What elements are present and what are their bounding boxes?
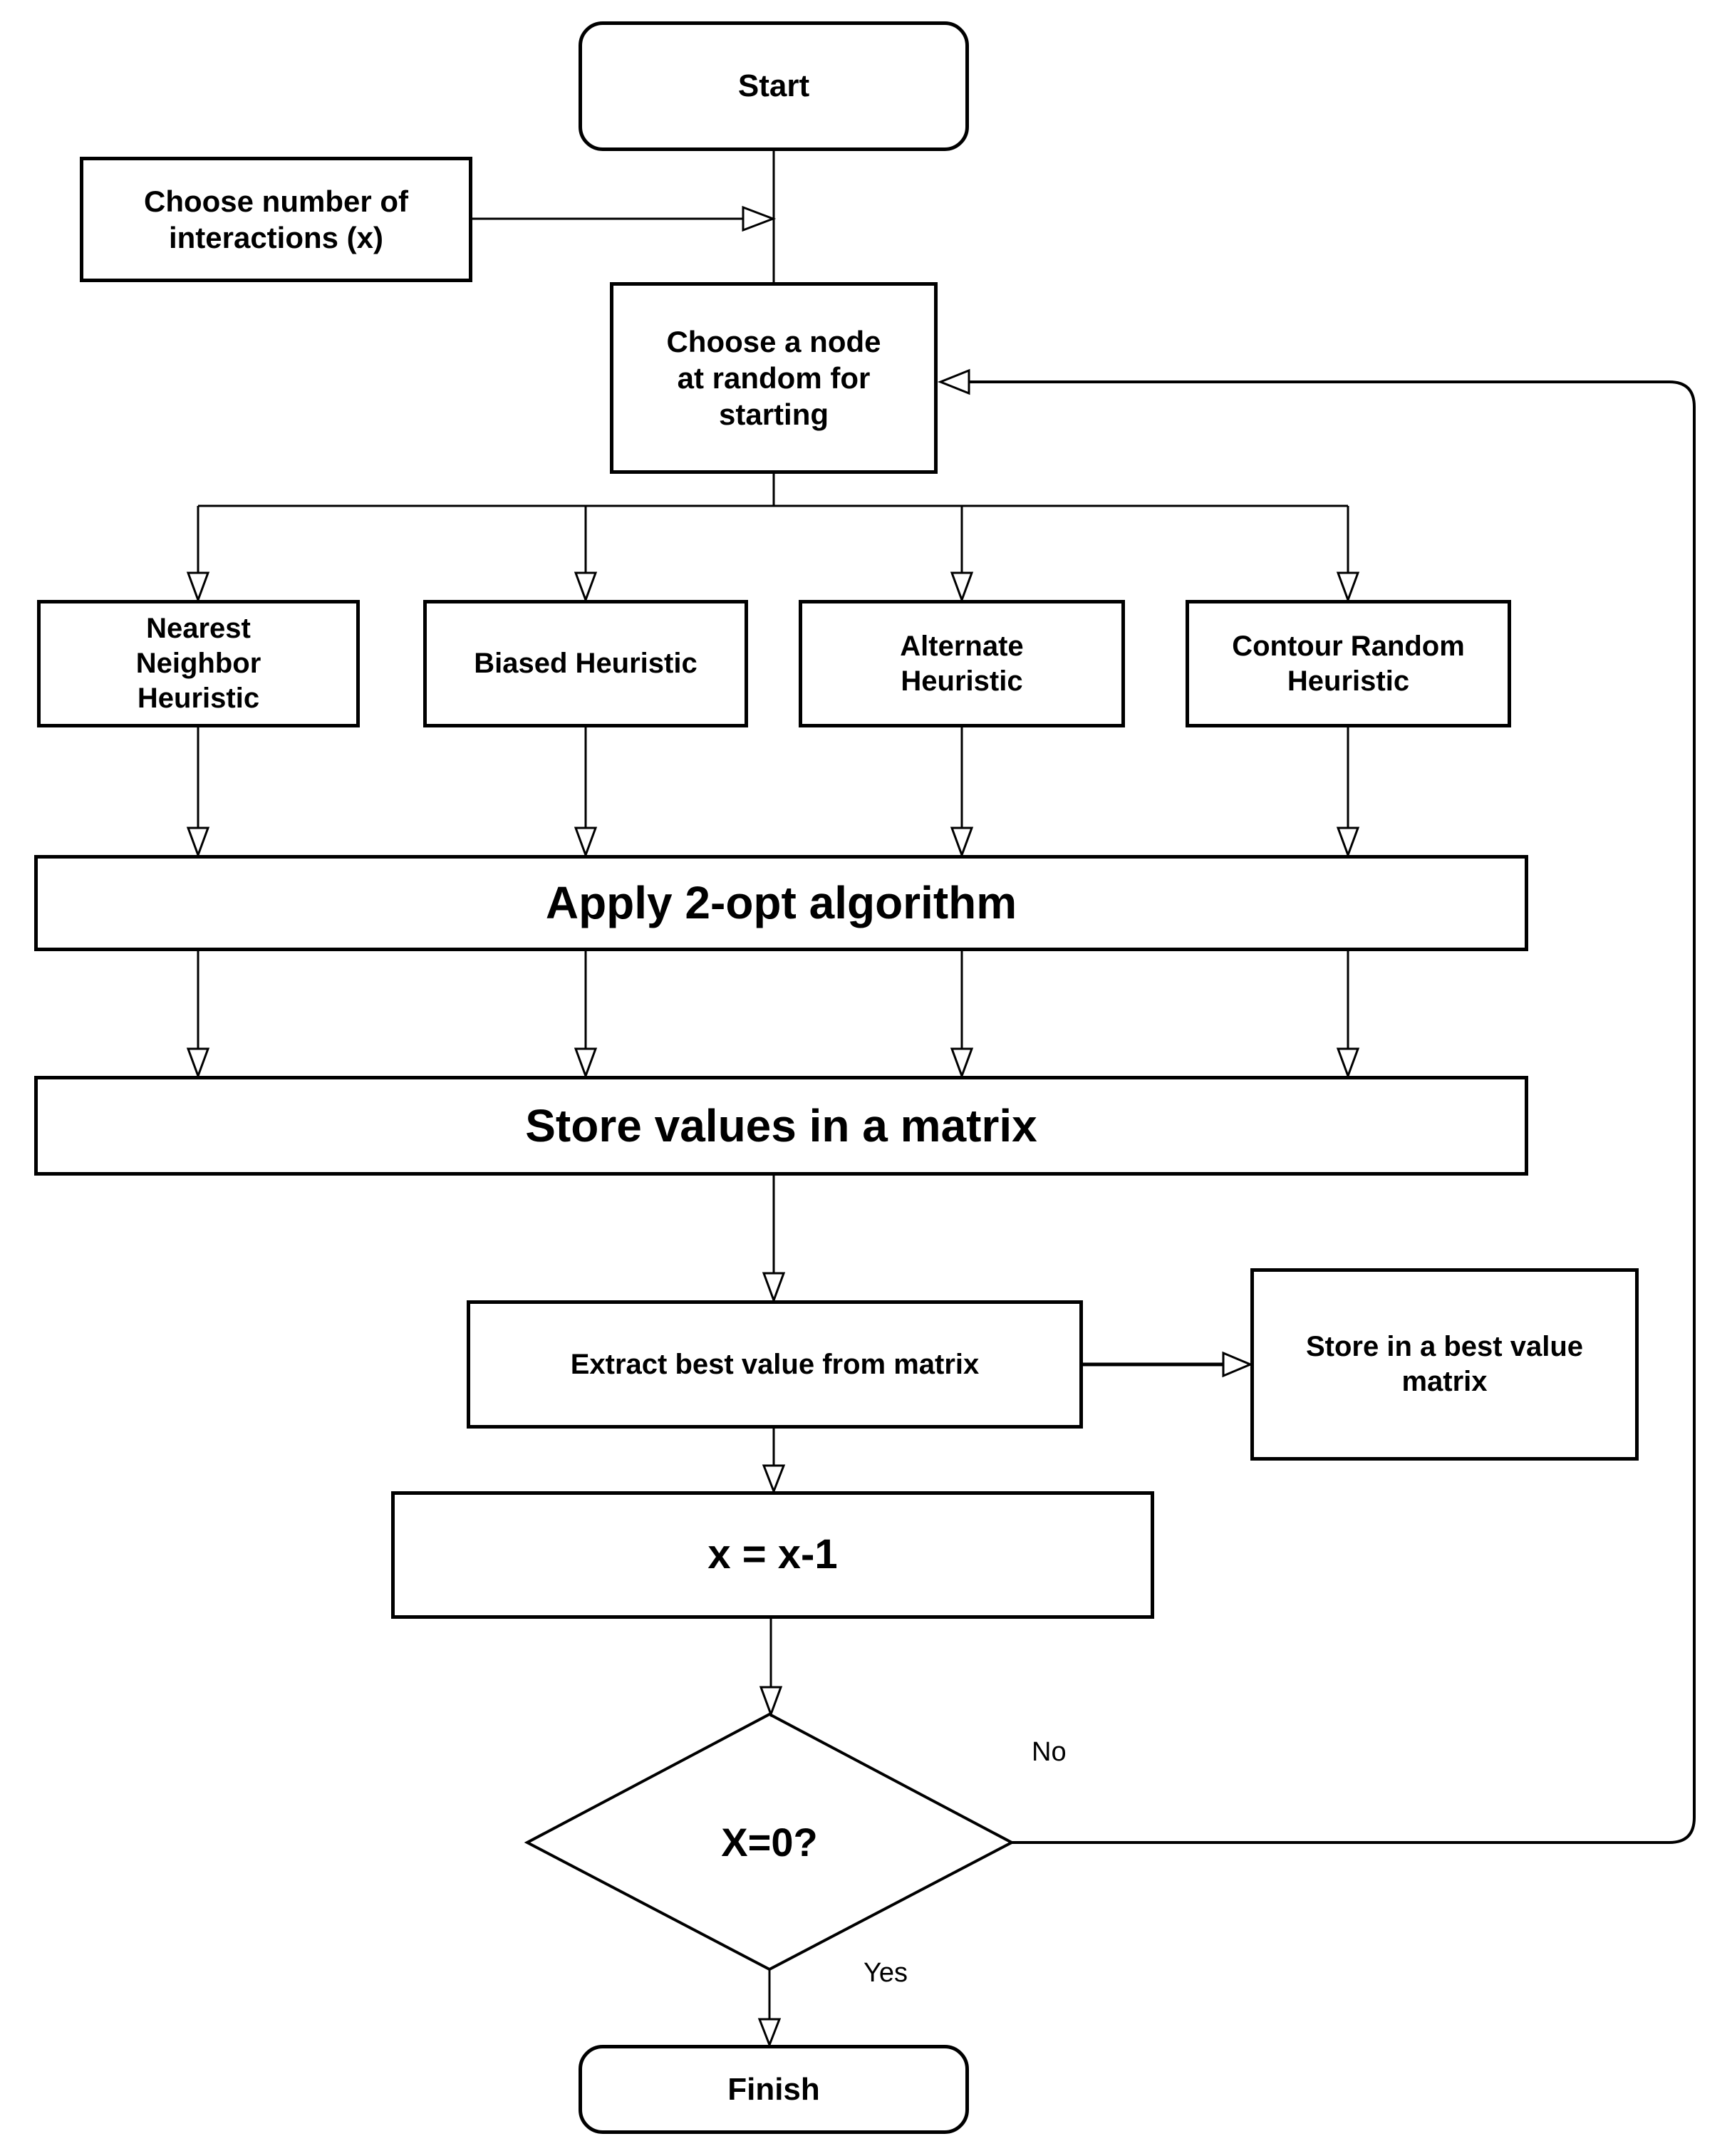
node-start: Start — [579, 21, 969, 151]
arrowhead-down-icon — [950, 571, 974, 603]
arrowhead-down-icon — [762, 1272, 786, 1304]
node-alternate-label: Alternate Heuristic — [900, 630, 1024, 697]
node-choose-node-at-random: Choose a node at random for starting — [610, 282, 938, 474]
arrowhead-down-icon — [1336, 826, 1360, 859]
node-apply-label: Apply 2-opt algorithm — [545, 877, 1017, 929]
arrowhead-down-icon — [574, 1047, 598, 1079]
node-finish-label: Finish — [727, 2071, 820, 2107]
node-x-equals-x-minus-1: x = x-1 — [391, 1491, 1154, 1619]
node-start-label: Start — [737, 68, 810, 104]
arrowhead-down-icon — [950, 826, 974, 859]
node-store-best-label: Store in a best value matrix — [1305, 1331, 1584, 1397]
arrowhead-down-icon — [950, 1047, 974, 1079]
node-choose-number-label: Choose number of interactions (x) — [143, 184, 408, 254]
arrowhead-down-icon — [186, 1047, 210, 1079]
node-nearest-label: Nearest Neighbor Heuristic — [135, 613, 261, 714]
node-apply-2opt-algorithm: Apply 2-opt algorithm — [34, 855, 1528, 951]
node-biased-heuristic: Biased Heuristic — [423, 600, 748, 727]
arrowhead-right-icon — [1222, 1351, 1253, 1378]
arrowhead-down-icon — [1336, 571, 1360, 603]
node-contour-label: Contour Random Heuristic — [1232, 630, 1465, 697]
node-finish: Finish — [579, 2045, 969, 2134]
arrowhead-down-icon — [574, 571, 598, 603]
arrowhead-down-icon — [574, 826, 598, 859]
arrowhead-down-icon — [759, 1686, 783, 1718]
edge-label-yes: Yes — [864, 1958, 908, 1988]
edge-no-loop — [969, 380, 1696, 1844]
arrowhead-down-icon — [186, 826, 210, 859]
node-contour-random-heuristic: Contour Random Heuristic — [1186, 600, 1511, 727]
node-store-in-best-value-matrix: Store in a best value matrix — [1250, 1268, 1639, 1461]
node-nearest-neighbor-heuristic: Nearest Neighbor Heuristic — [37, 600, 360, 727]
arrowhead-down-icon — [186, 571, 210, 603]
node-alternate-heuristic: Alternate Heuristic — [799, 600, 1125, 727]
node-choose-node-label: Choose a node at random for starting — [666, 324, 881, 432]
decision-diamond — [524, 1712, 1015, 1971]
arrowhead-right-icon — [742, 205, 777, 232]
arrowhead-left-icon — [937, 368, 970, 395]
arrowhead-down-icon — [762, 1464, 786, 1495]
node-extract-label: Extract best value from matrix — [570, 1348, 980, 1380]
node-decrement-label: x = x-1 — [707, 1531, 838, 1578]
node-choose-number-of-interactions: Choose number of interactions (x) — [80, 157, 472, 282]
node-store-label: Store values in a matrix — [525, 1099, 1037, 1151]
arrowhead-down-icon — [757, 2018, 782, 2048]
node-biased-label: Biased Heuristic — [474, 648, 698, 680]
arrowhead-down-icon — [1336, 1047, 1360, 1079]
decision-label: X=0? — [627, 1793, 912, 1892]
node-store-values-in-matrix: Store values in a matrix — [34, 1076, 1528, 1176]
decision-label-text: X=0? — [721, 1819, 818, 1865]
edge-label-no: No — [1032, 1737, 1067, 1767]
node-extract-best-value: Extract best value from matrix — [467, 1300, 1083, 1429]
